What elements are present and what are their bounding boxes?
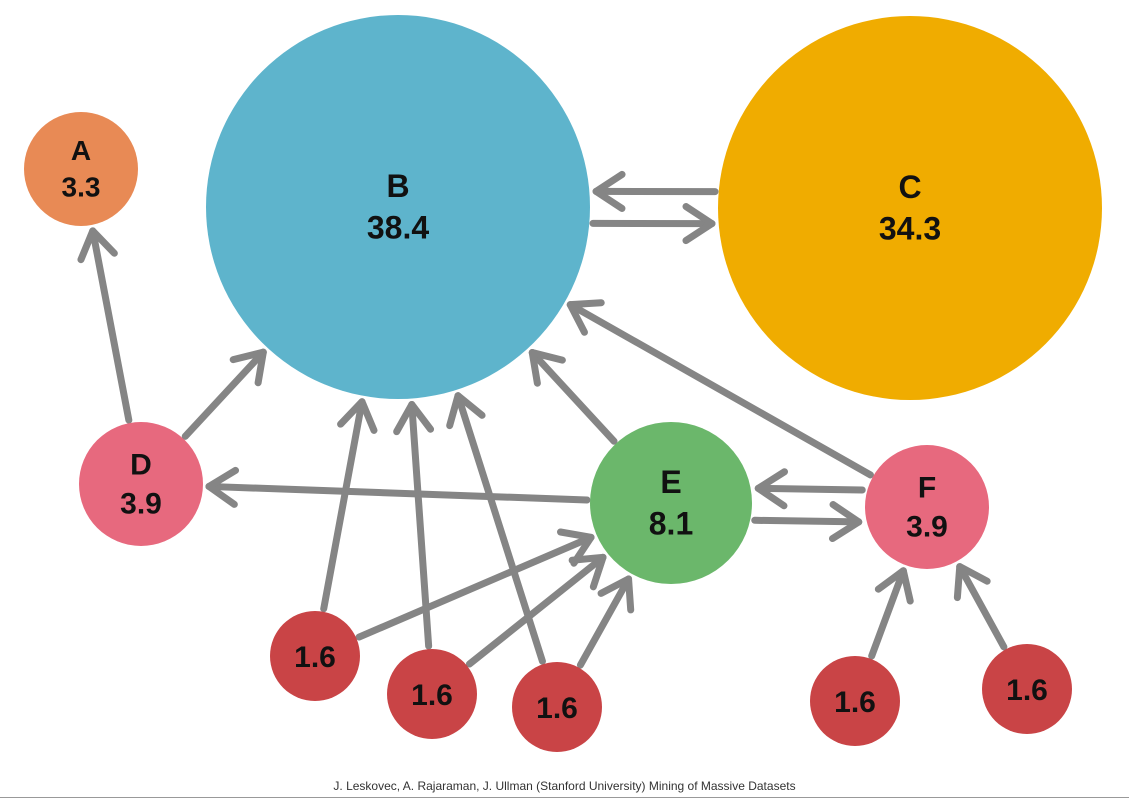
edge-e-to-f [751, 501, 863, 543]
node-circle [270, 611, 360, 701]
node-score-label: 1.6 [536, 692, 578, 725]
node-score-label: 1.6 [1006, 674, 1048, 707]
node-l2: 1.6 [387, 649, 477, 739]
node-name-label: F [918, 471, 936, 504]
node-a: A 3.3 [24, 112, 138, 226]
edge-f-to-e [754, 468, 866, 510]
node-f: F 3.9 [865, 445, 989, 569]
node-name-label: C [898, 169, 921, 205]
node-l4: 1.6 [810, 656, 900, 746]
node-circle [387, 649, 477, 739]
node-circle [982, 644, 1072, 734]
node-score-label: 3.3 [62, 171, 101, 202]
nodes-layer: A 3.3 B 38.4 C 34.3D 3.9 E 8.1 F 3.9 1.6 1.6 1.6 1.6 1.… [24, 15, 1102, 752]
edge-b-to-c [589, 203, 716, 245]
node-circle [865, 445, 989, 569]
node-name-label: B [386, 168, 409, 204]
node-score-label: 3.9 [120, 487, 162, 520]
node-name-label: D [130, 448, 152, 481]
edge-l3-to-b [446, 392, 546, 665]
edge-l2-to-e [465, 553, 607, 668]
node-score-label: 1.6 [411, 679, 453, 712]
edges-layer [77, 170, 1008, 669]
footer-credit: J. Leskovec, A. Rajaraman, J. Ullman (St… [333, 779, 796, 793]
node-circle [206, 15, 590, 399]
node-d: D 3.9 [79, 422, 203, 546]
edge-l5-to-f [953, 563, 1008, 651]
edge-e-to-b [528, 349, 618, 445]
edge-d-to-a [77, 227, 133, 424]
node-score-label: 1.6 [294, 641, 336, 674]
node-score-label: 1.6 [834, 686, 876, 719]
node-circle [512, 662, 602, 752]
edge-l4-to-f [868, 567, 914, 660]
node-c: C 34.3 [718, 16, 1102, 400]
edge-l3-to-e [576, 575, 635, 669]
edge-l2-to-b [393, 401, 435, 650]
node-circle [590, 422, 752, 584]
node-name-label: A [71, 135, 91, 166]
node-l3: 1.6 [512, 662, 602, 752]
node-l1: 1.6 [270, 611, 360, 701]
node-score-label: 38.4 [367, 209, 429, 245]
node-score-label: 3.9 [906, 510, 948, 543]
edge-l1-to-e [355, 528, 595, 641]
edge-c-to-b [592, 170, 719, 212]
node-score-label: 8.1 [649, 505, 693, 541]
node-circle [810, 656, 900, 746]
footer-divider [0, 797, 1129, 798]
edge-e-to-d [205, 466, 591, 508]
edge-d-to-b [181, 348, 267, 440]
node-name-label: E [660, 464, 681, 500]
edge-l1-to-b [320, 398, 378, 613]
edge-f-to-b [566, 299, 874, 479]
node-score-label: 34.3 [879, 210, 941, 246]
node-circle [79, 422, 203, 546]
node-circle [24, 112, 138, 226]
node-b: B 38.4 [206, 15, 590, 399]
node-l5: 1.6 [982, 644, 1072, 734]
node-circle [718, 16, 1102, 400]
node-e: E 8.1 [590, 422, 752, 584]
